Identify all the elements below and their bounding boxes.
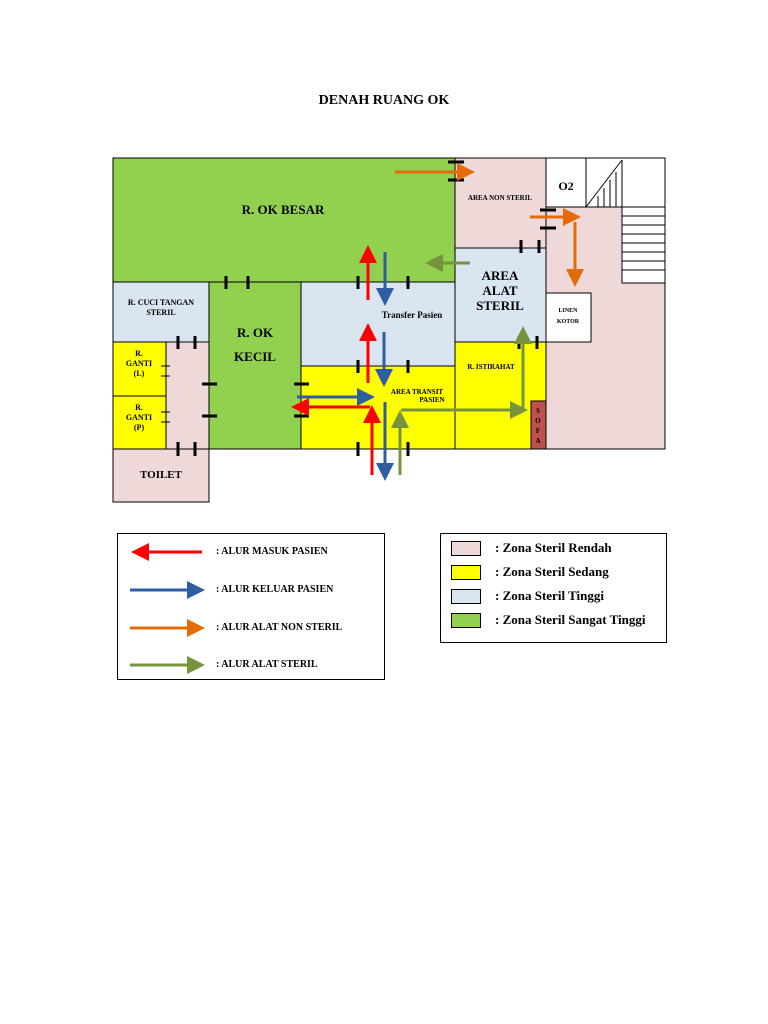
floor-plan: R. OK BESAR R. OK KECIL R. CUCI TANGAN S… bbox=[112, 157, 666, 503]
arrow-blue-legend-icon bbox=[130, 581, 205, 599]
zone-legend-row: : Zona Steril Rendah bbox=[451, 540, 666, 558]
room-ganti-l bbox=[112, 341, 167, 397]
sofa bbox=[530, 400, 547, 450]
room-toilet bbox=[112, 448, 210, 503]
zone-legend: : Zona Steril Rendah : Zona Steril Sedan… bbox=[440, 533, 667, 643]
label-area-transit-1: AREA TRANSIT bbox=[391, 388, 444, 396]
zone-legend-row: : Zona Steril Sangat Tinggi bbox=[451, 612, 666, 630]
room-ok-kecil bbox=[208, 281, 302, 450]
ganti-door-markers bbox=[161, 365, 170, 423]
label-sofa-s: S bbox=[536, 407, 540, 415]
label-area-non-steril: AREA NON STERIL bbox=[468, 194, 533, 202]
label-ganti-p-3: (P) bbox=[134, 423, 145, 432]
label-area-alat-steril-2: ALAT bbox=[482, 283, 517, 298]
label-linen-kotor-1: LINEN bbox=[558, 308, 578, 314]
flow-legend-row: : ALUR ALAT NON STERIL bbox=[118, 618, 386, 638]
label-sofa-o: O bbox=[535, 417, 541, 425]
stair bbox=[585, 157, 666, 208]
label-o2: O2 bbox=[558, 179, 573, 193]
flow-legend-row: : ALUR MASUK PASIEN bbox=[118, 542, 386, 562]
label-area-transit-2: PASIEN bbox=[419, 396, 444, 404]
stair-lower bbox=[621, 206, 666, 284]
label-r-istirahat: R. ISTIRAHAT bbox=[467, 363, 515, 371]
label-sofa-f: F bbox=[536, 427, 540, 435]
label-ganti-p-1: R. bbox=[135, 403, 143, 412]
flow-legend-row: : ALUR KELUAR PASIEN bbox=[118, 580, 386, 600]
label-linen-kotor-2: KOTOR bbox=[557, 319, 580, 325]
flow-legend-row: : ALUR ALAT STERIL bbox=[118, 655, 386, 675]
flow-legend-label: : ALUR ALAT NON STERIL bbox=[216, 622, 343, 633]
label-ganti-p-2: GANTI bbox=[126, 413, 152, 422]
label-area-alat-steril-1: AREA bbox=[482, 268, 519, 283]
zone-legend-label: : Zona Steril Sedang bbox=[495, 564, 609, 579]
label-toilet: TOILET bbox=[140, 469, 183, 481]
zone-legend-label: : Zona Steril Sangat Tinggi bbox=[495, 612, 646, 627]
zone-legend-label: : Zona Steril Rendah bbox=[495, 540, 612, 555]
flow-legend-label: : ALUR MASUK PASIEN bbox=[216, 546, 328, 557]
zone-corridor-left bbox=[165, 341, 210, 450]
arrow-red-legend-icon bbox=[131, 543, 202, 561]
label-ok-besar: R. OK BESAR bbox=[242, 202, 325, 217]
label-ok-kecil-1: R. OK bbox=[237, 325, 274, 340]
zone-swatch-sedang bbox=[451, 565, 481, 580]
zone-swatch-sangat-tinggi bbox=[451, 613, 481, 628]
label-area-alat-steril-3: STERIL bbox=[476, 298, 524, 313]
label-ganti-l-3: (L) bbox=[134, 369, 145, 378]
label-ok-kecil-2: KECIL bbox=[234, 349, 276, 364]
label-cuci-tangan-1: R. CUCI TANGAN bbox=[128, 298, 194, 307]
room-o2 bbox=[545, 157, 587, 208]
label-cuci-tangan-2: STERIL bbox=[146, 308, 175, 317]
page-title: DENAH RUANG OK bbox=[318, 93, 450, 108]
flow-legend-label: : ALUR ALAT STERIL bbox=[216, 659, 318, 670]
room-transfer-pasien bbox=[300, 281, 456, 367]
zone-legend-label: : Zona Steril Tinggi bbox=[495, 588, 604, 603]
stair-lines bbox=[585, 159, 665, 271]
zone-legend-row: : Zona Steril Tinggi bbox=[451, 588, 666, 606]
zone-swatch-rendah bbox=[451, 541, 481, 556]
zone-swatch-tinggi bbox=[451, 589, 481, 604]
room-ganti-p bbox=[112, 395, 167, 450]
room-linen-kotor bbox=[545, 292, 592, 343]
flow-arrows bbox=[291, 163, 584, 481]
room-area-non-steril bbox=[454, 157, 547, 249]
flow-legend: : ALUR MASUK PASIEN : ALUR KELUAR PASIEN… bbox=[117, 533, 385, 680]
door-markers bbox=[176, 160, 556, 456]
label-ganti-l-1: R. bbox=[135, 349, 143, 358]
zone-legend-row: : Zona Steril Sedang bbox=[451, 564, 666, 582]
label-ganti-l-2: GANTI bbox=[126, 359, 152, 368]
room-ok-besar bbox=[112, 157, 456, 283]
label-transfer-pasien: Transfer Pasien bbox=[382, 310, 442, 320]
label-sofa-a: A bbox=[535, 437, 540, 445]
arrow-orange-legend-icon bbox=[130, 619, 205, 637]
flow-legend-label: : ALUR KELUAR PASIEN bbox=[216, 584, 334, 595]
room-cuci-tangan bbox=[112, 281, 210, 343]
arrow-green-legend-icon bbox=[130, 656, 205, 674]
